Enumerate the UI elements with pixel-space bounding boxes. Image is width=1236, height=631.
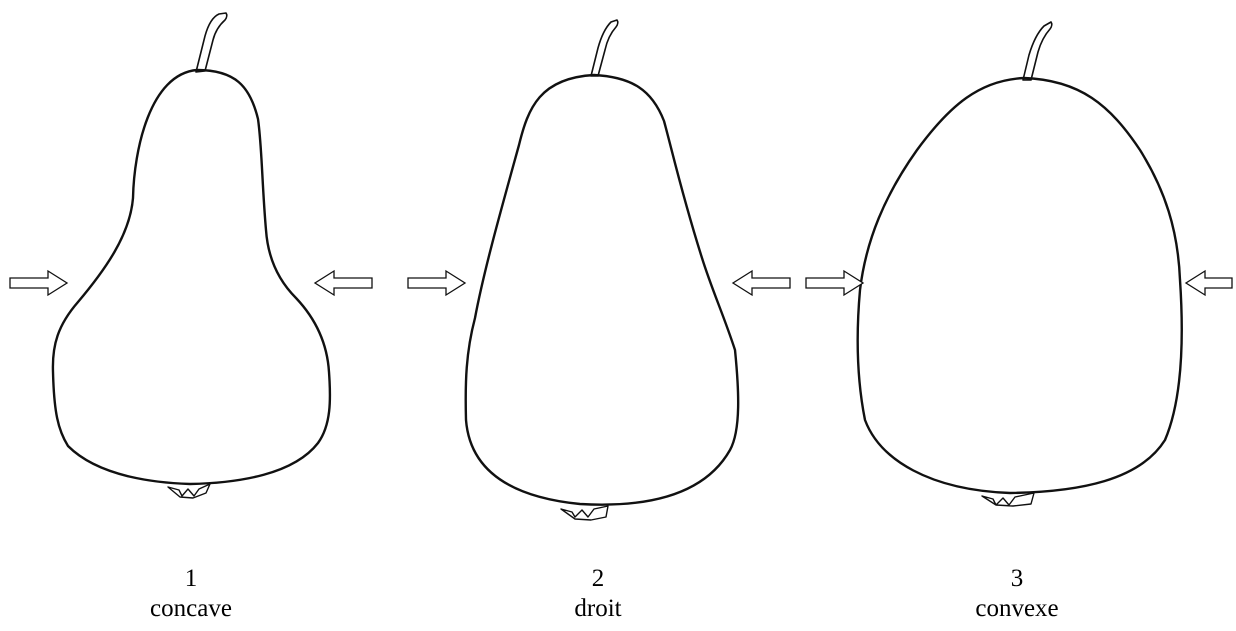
pear-outline (856, 76, 1183, 495)
calyx-icon (167, 483, 211, 499)
caption-concave: 1 concave (91, 564, 291, 624)
arrow-left-icon (731, 269, 791, 297)
pear-outline (51, 68, 332, 486)
arrow-right-icon (9, 269, 69, 297)
caption-name: concave (150, 595, 232, 622)
pear-straight (464, 19, 740, 521)
arrow-right-icon (407, 269, 467, 297)
calyx-icon (981, 492, 1035, 507)
arrow-right-icon (805, 269, 865, 297)
caption-straight: 2 droit (498, 564, 698, 624)
caption-name: droit (574, 595, 622, 622)
stem-icon (1022, 21, 1053, 81)
caption-number: 3 (1010, 565, 1024, 592)
indicator-arrows (9, 269, 1233, 297)
stem-icon (590, 19, 619, 77)
arrow-left-icon (1184, 269, 1233, 297)
pear-concave (51, 12, 332, 499)
caption-number: 2 (591, 565, 605, 592)
caption-name: convexe (975, 595, 1059, 622)
caption-convex: 3 convexe (917, 564, 1117, 624)
pear-outline (464, 73, 740, 506)
calyx-icon (560, 505, 609, 521)
stem-icon (195, 12, 228, 73)
pear-convex (856, 21, 1183, 507)
caption-number: 1 (184, 565, 198, 592)
arrow-left-icon (313, 269, 373, 297)
